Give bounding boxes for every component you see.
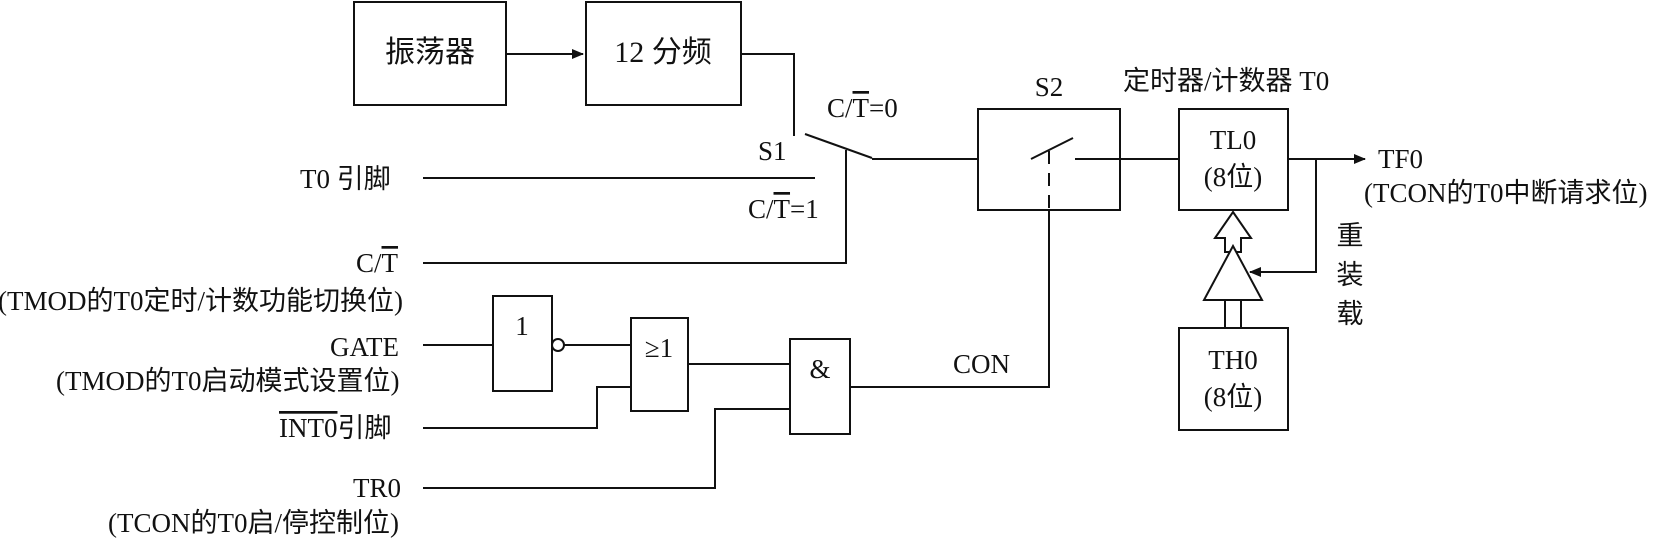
or-gate [630,317,689,412]
tl0-label: TL0 [1210,125,1257,155]
int0-label: INT0引脚 [279,413,391,443]
tf0-label: TF0 [1378,144,1423,174]
ct-description: (TMOD的T0定时/计数功能切换位) [0,286,403,316]
reload-char-1: 重 [1337,221,1364,251]
th0-to-buffer-shaft [1224,299,1242,329]
divider-output-line [741,53,795,136]
not-gate-bubble [551,338,565,352]
s2-label: S2 [1035,72,1064,102]
s1-counter-position-label: C/T=1 [748,194,819,224]
tr0-description: (TCON的T0启/停控制位) [108,508,399,538]
ct-control-line [423,150,847,264]
tf0-description: (TCON的T0中断请求位) [1364,178,1647,208]
th0-size: (8位) [1204,382,1262,412]
oscillator-label: 振荡器 [385,36,475,69]
reload-char-2: 装 [1337,260,1364,290]
int0-input-line [423,386,631,429]
ct-label: C/T [356,248,399,278]
reload-feedback-line [1249,159,1317,277]
oscillator-block [353,1,507,106]
s1-switch-blade [804,133,873,159]
th0-register [1178,327,1289,431]
con-label: CON [953,349,1010,379]
or-gate-label: ≥1 [645,333,673,363]
tr0-label: TR0 [353,473,401,503]
th0-label: TH0 [1208,345,1258,375]
not-gate [492,295,553,392]
s1-label: S1 [758,136,787,166]
divider-label: 12 分频 [614,36,712,69]
t0-pin-label: T0 引脚 [300,164,391,194]
gate-description: (TMOD的T0启动模式设置位) [56,366,399,396]
reload-char-3: 载 [1337,299,1364,329]
divider-block [585,1,742,106]
tr0-input-line [423,408,790,489]
not-gate-label: 1 [515,311,529,341]
tl0-size: (8位) [1204,162,1262,192]
con-control-line [850,210,1050,388]
timer-title: 定时器/计数器 T0 [1123,66,1329,96]
and-gate [789,338,851,435]
and-gate-label: & [809,354,830,384]
gate-label: GATE [330,332,399,362]
s2-switch-blade [1030,137,1074,160]
s1-timer-position-label: C/T=0 [827,93,898,123]
